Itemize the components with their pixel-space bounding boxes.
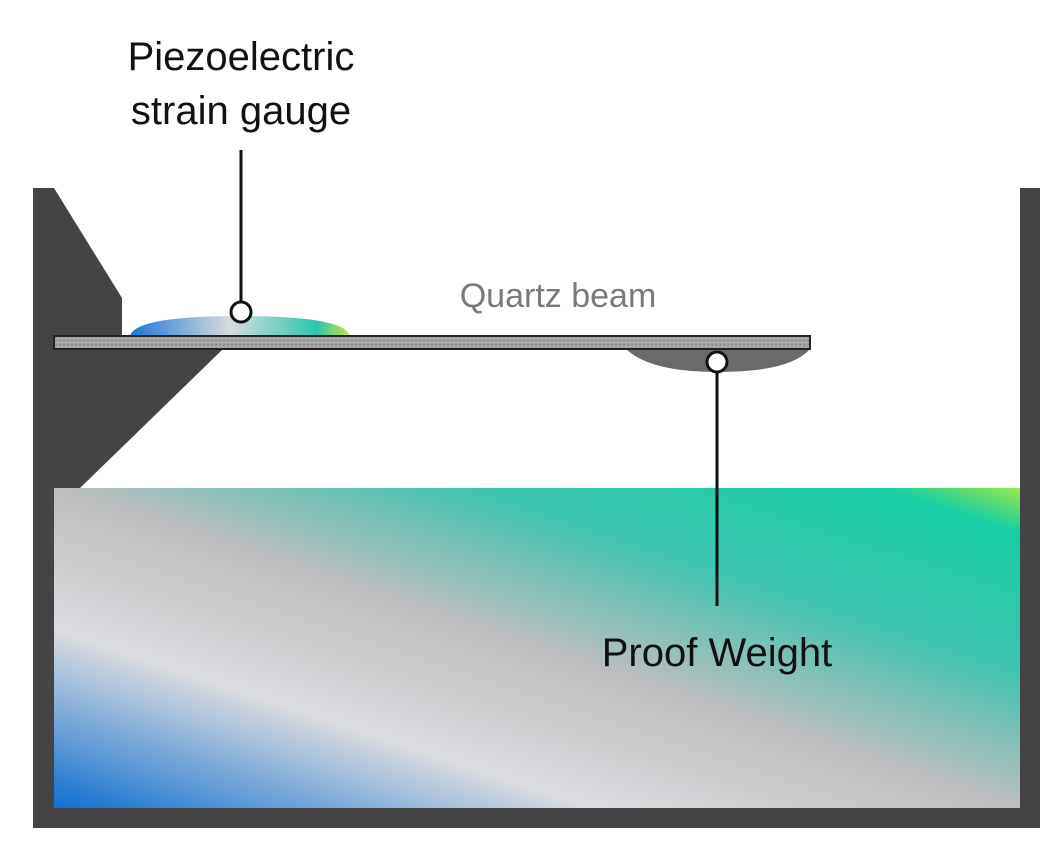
fluid-region <box>54 488 1020 808</box>
proof-weight-callout-dot <box>705 350 729 374</box>
strain-gauge-label-line2: strain gauge <box>131 89 351 133</box>
housing-right-wall <box>1020 188 1040 828</box>
quartz-beam <box>53 335 811 350</box>
housing-left-wall <box>33 188 54 828</box>
quartz-beam-label: Quartz beam <box>460 277 657 315</box>
strain-gauge <box>130 316 350 336</box>
strain-gauge-callout-dot <box>229 300 253 324</box>
mount-block-lower <box>54 350 222 488</box>
housing-base <box>33 808 1040 828</box>
mount-block-upper <box>54 188 122 336</box>
strain-gauge-label-line1: Piezoelectric <box>128 35 355 79</box>
proof-weight-label: Proof Weight <box>602 631 833 675</box>
